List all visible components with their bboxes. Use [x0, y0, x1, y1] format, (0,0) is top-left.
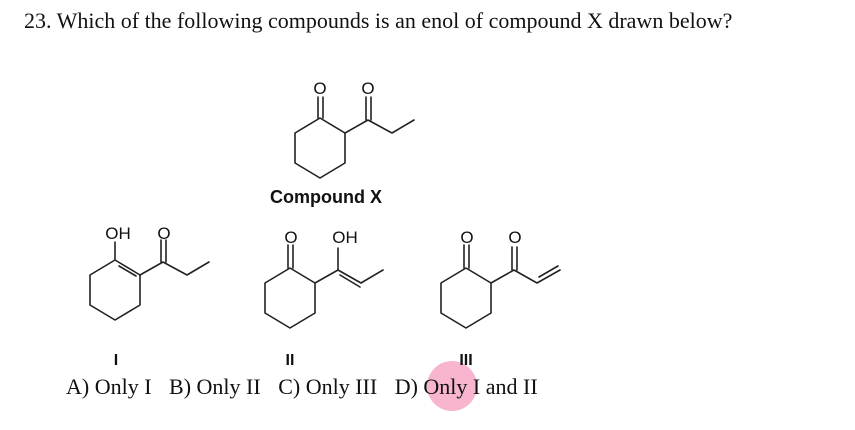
option-iii-oxygen-2: O [508, 228, 521, 247]
answer-b[interactable]: B) Only II [169, 374, 261, 399]
option-i-hydroxyl: OH [105, 224, 131, 243]
option-ii-oxygen: O [284, 228, 297, 247]
answer-highlight-mark [427, 361, 477, 411]
question-text: 23. Which of the following compounds is … [24, 8, 733, 33]
compound-x-oxygen-2: O [361, 79, 374, 98]
option-ii-hydroxyl: OH [332, 228, 358, 247]
option-iii-structure: O O III [440, 228, 561, 369]
option-ii-structure: O OH II [264, 228, 384, 369]
answer-a[interactable]: A) Only I [66, 374, 152, 399]
compound-x-structure: O O Compound X [270, 79, 415, 207]
answer-d[interactable]: D) Only I and II [394, 374, 538, 399]
answer-c[interactable]: C) Only III [278, 374, 378, 399]
compound-x-oxygen-1: O [313, 79, 326, 98]
compound-x-caption: Compound X [270, 187, 382, 207]
option-i-structure: OH O I [89, 224, 210, 369]
answer-choices: A) Only I B) Only II C) Only III D) Only… [66, 374, 550, 400]
option-iii-oxygen-1: O [460, 228, 473, 247]
option-i-oxygen: O [157, 224, 170, 243]
option-ii-numeral: II [286, 352, 295, 369]
option-i-numeral: I [114, 352, 118, 369]
option-iii-numeral: III [459, 352, 472, 369]
